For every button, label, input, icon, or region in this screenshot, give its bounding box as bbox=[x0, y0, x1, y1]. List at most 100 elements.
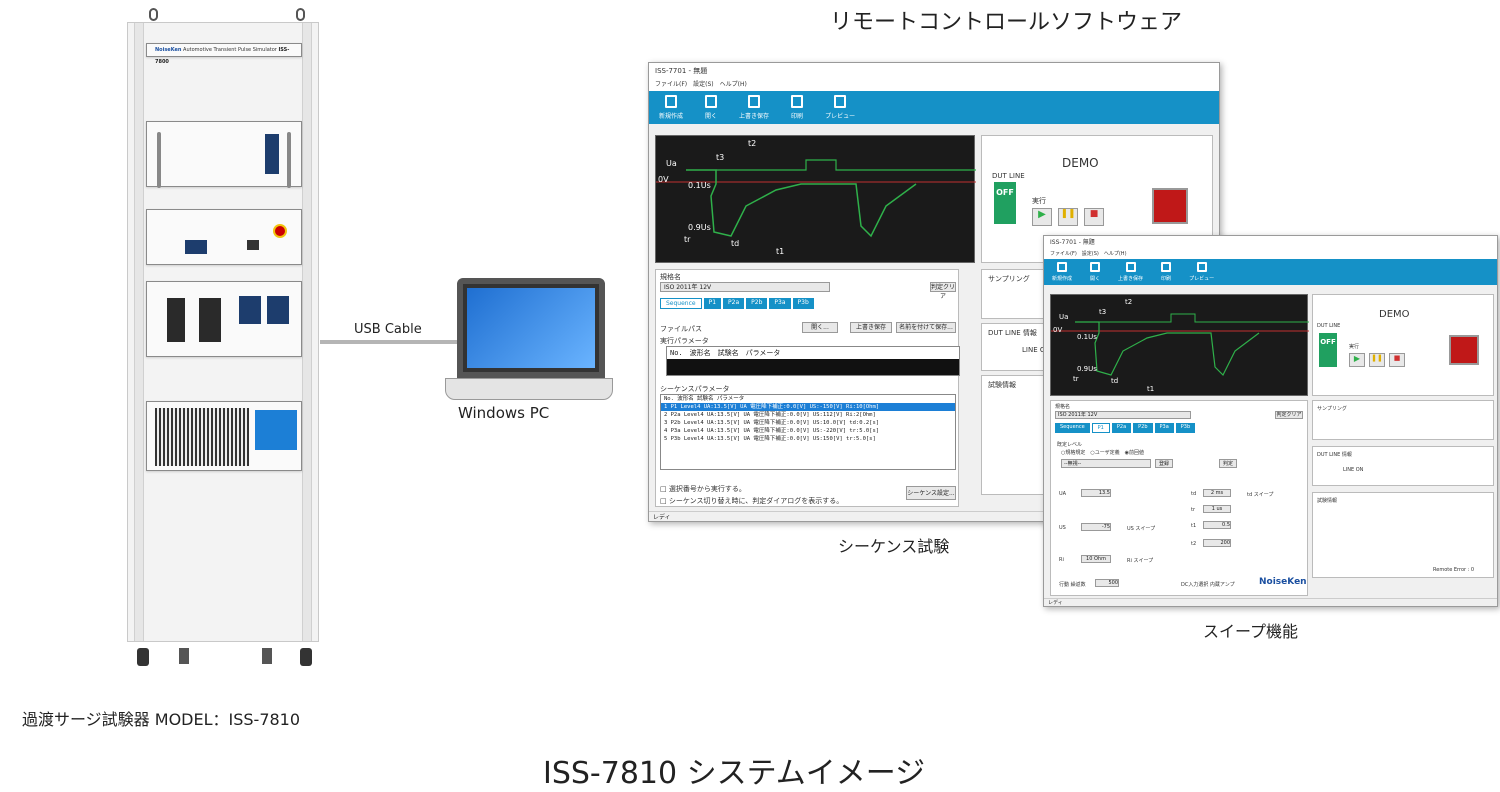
standard-label: 規格名 bbox=[1055, 404, 1071, 410]
control-panel: DEMO DUT LINE OFF 実行 ▶ ❚❚ ■ bbox=[1312, 294, 1494, 396]
table-row[interactable]: 4 P3a Level4 UA:13.5[V] UA 電圧降下補正:0.0[V]… bbox=[664, 428, 880, 434]
print-button[interactable]: 印刷 bbox=[791, 95, 803, 120]
sequence-panel: 規格名 ISO 2011年 12V 判定クリア Sequence P1 P2a … bbox=[655, 269, 960, 507]
module-4 bbox=[146, 401, 302, 471]
td-select[interactable]: 2 ms bbox=[1203, 489, 1231, 497]
table-row[interactable]: 3 P2b Level4 UA:13.5[V] UA 電圧降下補正:0.0[V]… bbox=[664, 420, 880, 426]
play-button[interactable]: ▶ bbox=[1032, 208, 1052, 226]
td-sweep-checkbox[interactable]: td スイープ bbox=[1247, 492, 1274, 498]
us-sweep-checkbox[interactable]: US スイープ bbox=[1127, 526, 1156, 532]
exec-header: No. 波形名 試験名 パラメータ bbox=[670, 349, 781, 357]
tab-p1[interactable]: P1 bbox=[703, 298, 722, 309]
t2-input[interactable]: 200 bbox=[1203, 539, 1231, 547]
remote-software-caption: リモートコントロールソフトウェア bbox=[830, 10, 1183, 35]
caster-wheel bbox=[300, 648, 312, 666]
register-button[interactable]: 登録 bbox=[1155, 459, 1173, 468]
scope-td: td bbox=[731, 239, 739, 248]
waveform-display: Ua 0V 0.1Us 0.9Us tr td t1 t2 t3 bbox=[1050, 294, 1309, 396]
tab-p3a[interactable]: P3a bbox=[1154, 423, 1174, 433]
preview-button[interactable]: プレビュー bbox=[1189, 262, 1214, 282]
us-label: US bbox=[1059, 525, 1066, 531]
page-title: ISS-7810 システムイメージ bbox=[543, 756, 926, 791]
play-button[interactable]: ▶ bbox=[1349, 353, 1365, 367]
tab-p2b[interactable]: P2b bbox=[746, 298, 768, 309]
tab-p2b[interactable]: P2b bbox=[1133, 423, 1153, 433]
new-button[interactable]: 新規作成 bbox=[659, 95, 683, 120]
toolbar: 新規作成 開く 上書き保存 印刷 プレビュー bbox=[649, 91, 1219, 124]
t1-input[interactable]: 0.5 bbox=[1203, 521, 1231, 529]
ri-select[interactable]: 10 Ohm bbox=[1081, 555, 1111, 563]
save-button[interactable]: 上書き保存 bbox=[739, 95, 769, 120]
standard-select[interactable]: ISO 2011年 12V bbox=[660, 282, 830, 292]
tab-p3b[interactable]: P3b bbox=[1175, 423, 1196, 433]
scope-90pct: 0.9Us bbox=[1077, 365, 1097, 373]
tr-select[interactable]: 1 us bbox=[1203, 505, 1231, 513]
preview-icon bbox=[834, 95, 847, 108]
overwrite-button[interactable]: 上書き保存 bbox=[850, 322, 892, 333]
tab-p2a[interactable]: P2a bbox=[723, 298, 745, 309]
table-row[interactable]: 2 P2a Level4 UA:13.5[V] UA 電圧降下補正:0.0[V]… bbox=[664, 412, 876, 418]
table-row[interactable]: 1 P1 Level4 UA:13.5[V] UA 電圧降下補正:0.0[V] … bbox=[661, 403, 955, 411]
status-bar: レディ bbox=[649, 511, 1219, 521]
menu-bar[interactable]: ファイル(F) 設定(S) ヘルプ(H) bbox=[649, 79, 1219, 91]
exec-params-label: 実行パラメータ bbox=[660, 337, 709, 345]
preview-button[interactable]: プレビュー bbox=[825, 95, 855, 120]
tab-p3a[interactable]: P3a bbox=[769, 298, 791, 309]
open-button[interactable]: 開く bbox=[1090, 262, 1100, 282]
table-header: No. 波形名 試験名 パラメータ bbox=[664, 396, 745, 402]
stop-button[interactable]: ■ bbox=[1084, 208, 1104, 226]
tab-sequence[interactable]: Sequence bbox=[1055, 423, 1090, 433]
preset-select[interactable]: --無視-- bbox=[1061, 459, 1151, 468]
save-as-button[interactable]: 名前を付けて保存... bbox=[896, 322, 956, 333]
count-input[interactable]: 500 bbox=[1095, 579, 1119, 587]
dut-info-panel: DUT LINE 情報 LINE ON bbox=[1312, 446, 1494, 486]
us-input[interactable]: -75 bbox=[1081, 523, 1111, 531]
tab-p1[interactable]: P1 bbox=[1091, 423, 1110, 433]
waveform-svg: Ua 0V 0.1Us 0.9Us tr td t1 t2 t3 bbox=[656, 139, 976, 256]
clear-judge-button[interactable]: 判定クリア bbox=[930, 282, 956, 300]
stop-button[interactable]: ■ bbox=[1389, 353, 1405, 367]
seq-params-label: シーケンスパラメータ bbox=[660, 385, 730, 393]
td-label: td bbox=[1191, 491, 1197, 497]
tab-p3b[interactable]: P3b bbox=[792, 298, 814, 309]
off-button[interactable]: OFF bbox=[994, 182, 1016, 224]
line-on-label: LINE ON bbox=[1022, 346, 1051, 354]
lifting-eye-icon bbox=[296, 8, 305, 21]
open-file-button[interactable]: 開く... bbox=[802, 322, 838, 333]
save-button[interactable]: 上書き保存 bbox=[1118, 262, 1143, 282]
scope-td: td bbox=[1111, 377, 1118, 385]
print-button[interactable]: 印刷 bbox=[1161, 262, 1171, 282]
judge-button[interactable]: 判定 bbox=[1219, 459, 1237, 468]
off-button[interactable]: OFF bbox=[1319, 333, 1337, 367]
demo-label: DEMO bbox=[1062, 156, 1099, 170]
pause-button[interactable]: ❚❚ bbox=[1058, 208, 1078, 226]
scope-tr: tr bbox=[1073, 375, 1079, 383]
module-2 bbox=[146, 209, 302, 265]
new-button[interactable]: 新規作成 bbox=[1052, 262, 1072, 282]
open-button[interactable]: 開く bbox=[705, 95, 717, 120]
dut-info-label: DUT LINE 情報 bbox=[988, 329, 1037, 337]
sampling-label: サンプリング bbox=[988, 275, 1030, 283]
sweep-window: ISS-7701 - 無題 ファイル(F) 設定(S) ヘルプ(H) 新規作成 … bbox=[1043, 235, 1498, 607]
start-from-selected-checkbox[interactable]: □ 選択番号から実行する。 bbox=[660, 485, 746, 493]
ua-input[interactable]: 13.5 bbox=[1081, 489, 1111, 497]
sampling-panel: サンプリング bbox=[1312, 400, 1494, 440]
sequence-settings-button[interactable]: シーケンス設定... bbox=[906, 486, 956, 500]
tab-sequence[interactable]: Sequence bbox=[660, 298, 702, 309]
dc-select-label[interactable]: DC入力選択 内蔵アンプ bbox=[1181, 582, 1235, 588]
lifting-eye-icon bbox=[149, 8, 158, 21]
level-options[interactable]: ○規格規定 ○ユーザ定義 ◉前回値 bbox=[1061, 450, 1144, 456]
scope-t2: t2 bbox=[1125, 298, 1132, 306]
pause-button[interactable]: ❚❚ bbox=[1369, 353, 1385, 367]
sequence-table: No. 波形名 試験名 パラメータ 1 P1 Level4 UA:13.5[V]… bbox=[660, 394, 956, 470]
show-judge-dialog-checkbox[interactable]: □ シーケンス切り替え時に、判定ダイアログを表示する。 bbox=[660, 497, 844, 505]
ri-sweep-checkbox[interactable]: Ri スイープ bbox=[1127, 558, 1154, 564]
menu-bar[interactable]: ファイル(F) 設定(S) ヘルプ(H) bbox=[1044, 249, 1497, 259]
tab-p2a[interactable]: P2a bbox=[1111, 423, 1132, 433]
standard-select[interactable]: ISO 2011年 12V bbox=[1055, 411, 1191, 419]
clear-judge-button[interactable]: 判定クリア bbox=[1275, 411, 1303, 419]
top-panel: NoiseKen Automotive Transient Pulse Simu… bbox=[146, 43, 302, 65]
table-row[interactable]: 5 P3b Level4 UA:13.5[V] UA 電圧降下補正:0.0[V]… bbox=[664, 436, 876, 442]
scope-10pct: 0.1Us bbox=[1077, 333, 1097, 341]
scope-tr: tr bbox=[684, 235, 691, 244]
